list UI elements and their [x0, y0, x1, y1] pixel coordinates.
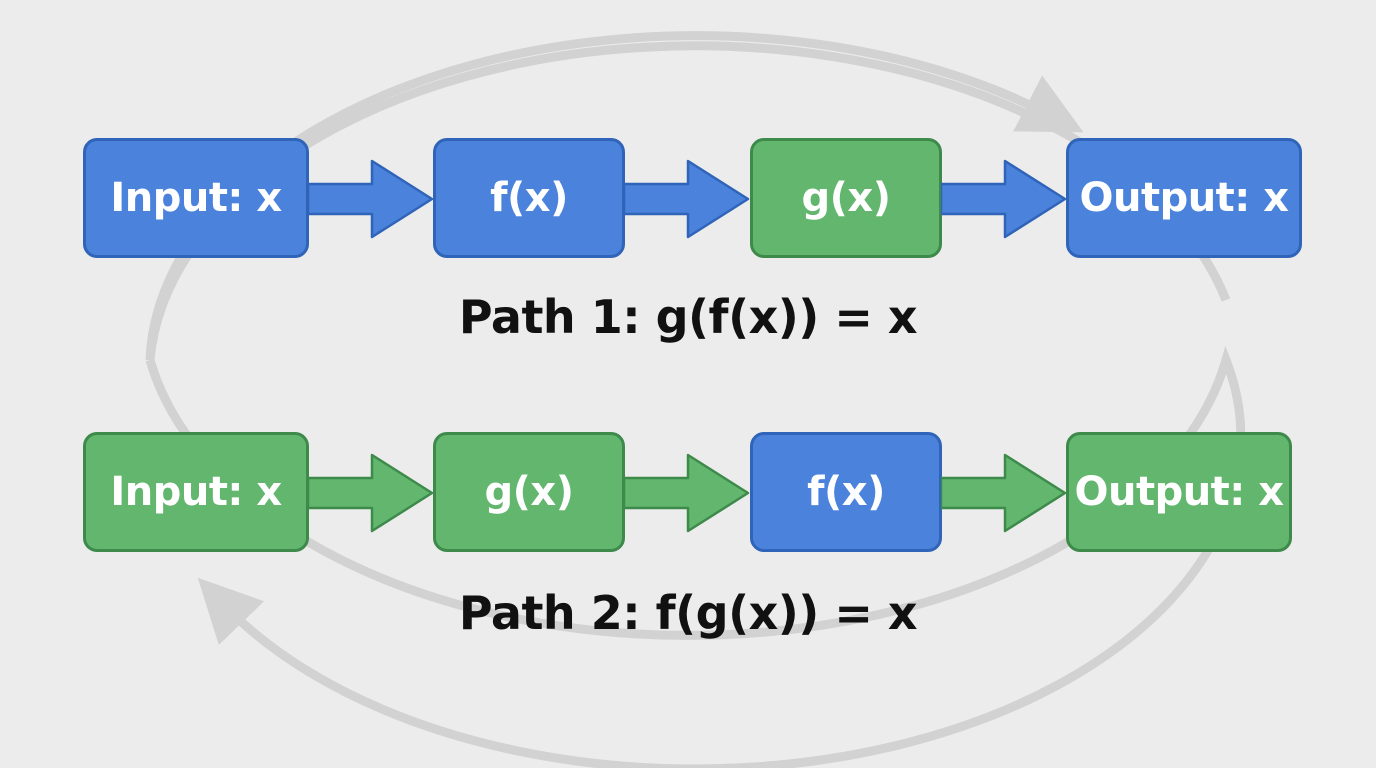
path1-output-node: Output: x: [1066, 138, 1302, 258]
path2-arrow-input-to-g: [308, 453, 434, 533]
path2-f-label: f(x): [807, 469, 885, 515]
path2-arrow-g-to-f: [624, 453, 750, 533]
path1-g-node: g(x): [750, 138, 942, 258]
cycle-arrow-top: [145, 31, 1231, 361]
path1-output-label: Output: x: [1079, 175, 1289, 221]
path1-arrow-g-to-output: [941, 159, 1067, 239]
path2-output-node: Output: x: [1066, 432, 1292, 552]
path1-f-label: f(x): [490, 175, 568, 221]
cycle-arrow-bottom: [145, 345, 1246, 768]
path2-g-node: g(x): [433, 432, 625, 552]
path1-input-node: Input: x: [83, 138, 309, 258]
path1-g-label: g(x): [801, 175, 892, 221]
path2-arrow-f-to-output: [941, 453, 1067, 533]
path1-arrow-input-to-f: [308, 159, 434, 239]
path2-output-label: Output: x: [1074, 469, 1284, 515]
path1-f-node: f(x): [433, 138, 625, 258]
path2-f-node: f(x): [750, 432, 942, 552]
path2-g-label: g(x): [484, 469, 575, 515]
path2-input-node: Input: x: [83, 432, 309, 552]
path1-input-label: Input: x: [110, 175, 282, 221]
path1-arrow-f-to-g: [624, 159, 750, 239]
path2-input-label: Input: x: [110, 469, 282, 515]
path1-caption: Path 1: g(f(x)) = x: [458, 290, 918, 344]
path2-caption: Path 2: f(g(x)) = x: [458, 586, 918, 640]
